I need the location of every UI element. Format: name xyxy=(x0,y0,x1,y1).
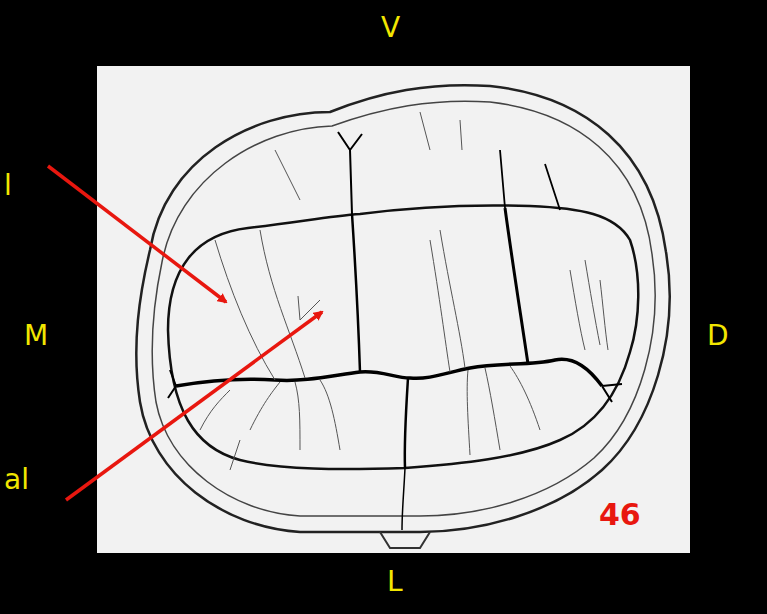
direction-letter: D xyxy=(707,322,729,350)
direction-letter: V xyxy=(381,14,400,42)
leader-arrow xyxy=(48,166,226,302)
cusp-label: al xyxy=(4,466,29,494)
cusp-label: l xyxy=(4,172,12,200)
leader-arrow xyxy=(66,312,322,500)
occlusal-table xyxy=(168,205,638,469)
panel xyxy=(97,66,690,553)
direction-letter: L xyxy=(387,568,403,596)
cervical-line xyxy=(152,101,655,516)
crown-outline xyxy=(136,85,669,532)
tooth-number: 46 xyxy=(599,500,641,530)
direction-letter: M xyxy=(24,322,48,350)
